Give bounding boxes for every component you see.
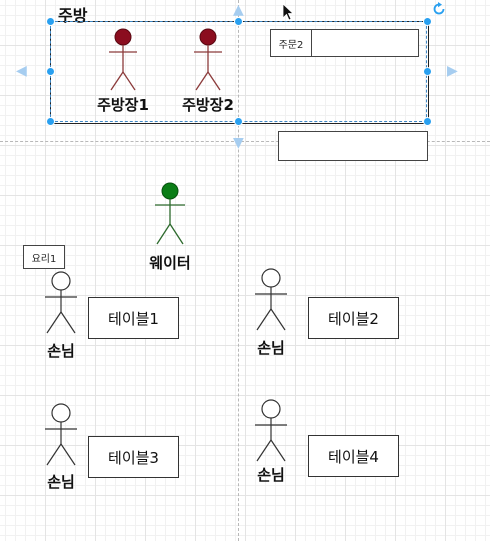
dish-note[interactable]: 요리1 — [23, 245, 65, 269]
guest1-label: 손님 — [47, 342, 75, 360]
resize-handle-right[interactable] — [423, 67, 432, 76]
waiter-actor-icon[interactable] — [152, 182, 188, 248]
connect-arrow-up-icon[interactable]: ▲ — [233, 2, 244, 18]
resize-handle-bottom-right[interactable] — [423, 117, 432, 126]
waiter-label: 웨이터 — [149, 254, 191, 272]
mouse-pointer-icon — [283, 4, 295, 21]
guest3-actor-icon[interactable] — [42, 403, 80, 467]
alignment-guide-horizontal — [0, 141, 490, 142]
resize-handle-bottom-left[interactable] — [46, 117, 55, 126]
resize-handle-top[interactable] — [234, 17, 243, 26]
alignment-guide-vertical — [238, 0, 239, 541]
connect-arrow-left-icon[interactable]: ◀ — [16, 63, 27, 79]
connect-arrow-right-icon[interactable]: ▶ — [447, 63, 458, 79]
connect-arrow-down-icon[interactable]: ▼ — [233, 135, 244, 151]
kitchen-title: 주방 — [58, 6, 88, 25]
resize-handle-top-left[interactable] — [46, 17, 55, 26]
rotate-icon[interactable] — [432, 2, 446, 16]
table4-box[interactable]: 테이블4 — [308, 435, 399, 477]
resize-handle-left[interactable] — [46, 67, 55, 76]
order-note[interactable]: 주문2 — [270, 29, 312, 57]
selection-outline — [50, 21, 427, 122]
guest1-actor-icon[interactable] — [42, 271, 80, 335]
chef2-label: 주방장2 — [182, 96, 234, 114]
chef2-actor-icon[interactable] — [190, 28, 226, 96]
guest2-label: 손님 — [257, 339, 285, 357]
table2-box[interactable]: 테이블2 — [308, 297, 399, 339]
resize-handle-bottom[interactable] — [234, 117, 243, 126]
empty-shape-box[interactable] — [278, 131, 428, 161]
guest4-actor-icon[interactable] — [252, 399, 290, 463]
table1-box[interactable]: 테이블1 — [88, 297, 179, 339]
table3-box[interactable]: 테이블3 — [88, 436, 179, 478]
order-text-box[interactable] — [311, 29, 419, 57]
resize-handle-top-right[interactable] — [423, 17, 432, 26]
guest2-actor-icon[interactable] — [252, 268, 290, 332]
chef1-actor-icon[interactable] — [105, 28, 141, 96]
chef1-label: 주방장1 — [97, 96, 149, 114]
guest4-label: 손님 — [257, 466, 285, 484]
guest3-label: 손님 — [47, 473, 75, 491]
